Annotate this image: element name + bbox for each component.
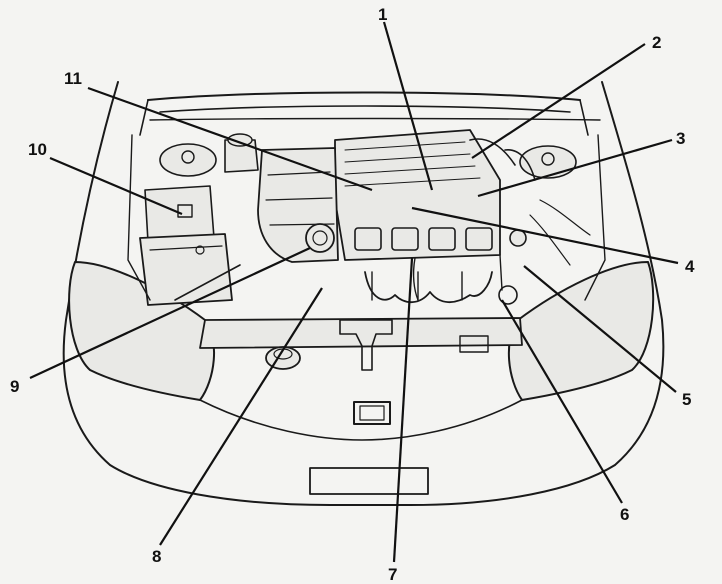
callout-2: 2 — [652, 33, 661, 52]
leader-3 — [477, 138, 673, 198]
car-body — [62, 81, 665, 506]
callout-7: 7 — [388, 565, 397, 584]
callout-4: 4 — [685, 257, 695, 276]
callout-10: 10 — [28, 140, 47, 159]
leader-4 — [411, 206, 679, 265]
leader-5 — [523, 265, 677, 393]
leader-11 — [87, 86, 373, 192]
callout-9: 9 — [10, 377, 19, 396]
callout-1: 1 — [378, 5, 387, 24]
leader-6 — [501, 299, 623, 504]
callout-3: 3 — [676, 129, 685, 148]
leader-lines — [29, 21, 679, 563]
callout-5: 5 — [682, 390, 691, 409]
callout-numbers: 1 2 3 4 5 6 7 8 9 10 11 — [10, 5, 695, 584]
callout-11: 11 — [64, 69, 82, 88]
leader-2 — [471, 43, 646, 159]
leader-1 — [382, 21, 434, 191]
right-components — [469, 134, 606, 305]
callout-8: 8 — [152, 547, 161, 566]
leader-7 — [392, 257, 414, 563]
left-components — [127, 133, 259, 306]
leader-10 — [49, 156, 183, 216]
leader-8 — [159, 287, 323, 546]
callout-6: 6 — [620, 505, 629, 524]
engine — [149, 117, 601, 304]
leader-9 — [29, 247, 311, 379]
